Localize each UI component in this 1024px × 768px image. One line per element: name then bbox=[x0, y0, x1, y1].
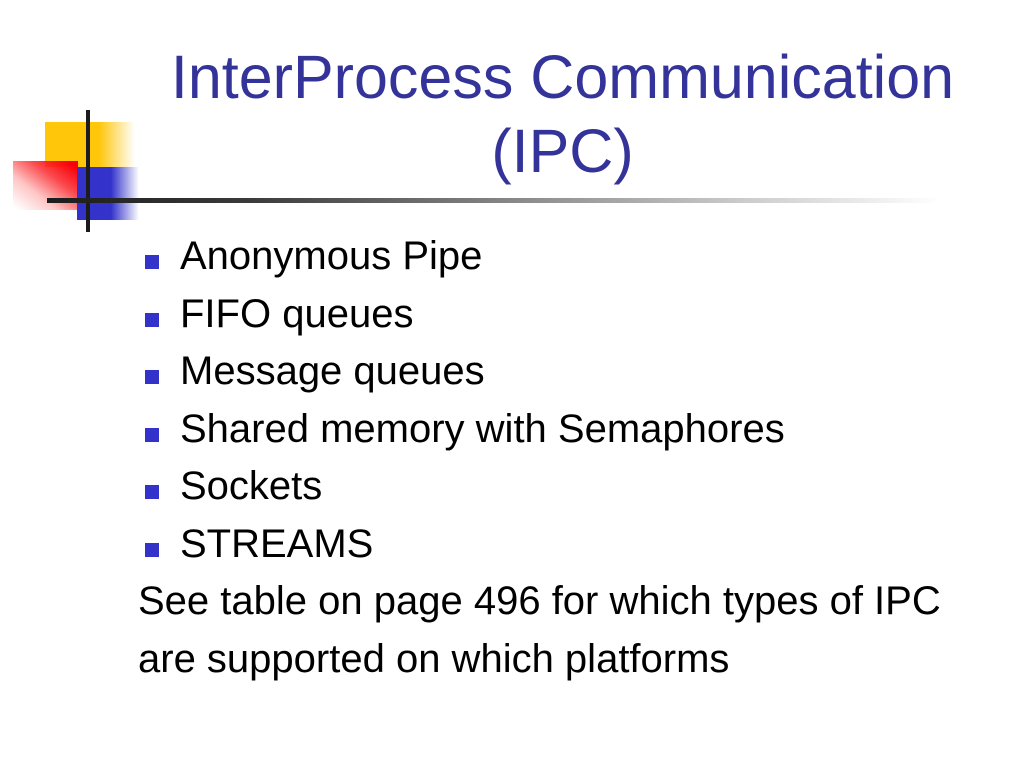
slide-title-line-1: InterProcess Communication bbox=[170, 43, 955, 111]
bullet-square-icon bbox=[145, 370, 159, 384]
bullet-label: Shared memory with Semaphores bbox=[180, 406, 785, 451]
slide-title: InterProcess Communication (IPC) bbox=[140, 40, 985, 188]
bullet-label: Sockets bbox=[180, 464, 323, 508]
bullet-item-sockets: Sockets bbox=[138, 458, 1008, 516]
note-line-1: See table on page 496 for which types of… bbox=[138, 579, 941, 623]
note-line-2: are supported on which platforms bbox=[138, 636, 730, 681]
bullet-item-streams: STREAMS bbox=[138, 516, 1008, 574]
decoration-yellow-square bbox=[45, 122, 135, 167]
bullet-label: Anonymous Pipe bbox=[180, 234, 483, 278]
title-underline-rule bbox=[47, 198, 959, 203]
slide-title-line-2: (IPC) bbox=[491, 117, 634, 185]
bullet-square-icon bbox=[145, 255, 159, 269]
slide-body: Anonymous Pipe FIFO queues Message queue… bbox=[138, 228, 1008, 688]
bullet-item-shared-memory: Shared memory with Semaphores bbox=[138, 401, 1008, 459]
bullet-label: STREAMS bbox=[180, 521, 374, 566]
bullet-item-fifo-queues: FIFO queues bbox=[138, 286, 1008, 344]
decoration-vertical-line bbox=[86, 110, 90, 232]
bullet-label: FIFO queues bbox=[180, 291, 414, 336]
bullet-square-icon bbox=[145, 485, 159, 499]
bullet-item-message-queues: Message queues bbox=[138, 343, 1008, 401]
bullet-square-icon bbox=[145, 427, 159, 442]
bullet-label: Message queues bbox=[180, 349, 485, 393]
bullet-square-icon bbox=[145, 312, 159, 327]
bullet-square-icon bbox=[145, 542, 159, 557]
bullet-item-anonymous-pipe: Anonymous Pipe bbox=[138, 228, 1008, 286]
